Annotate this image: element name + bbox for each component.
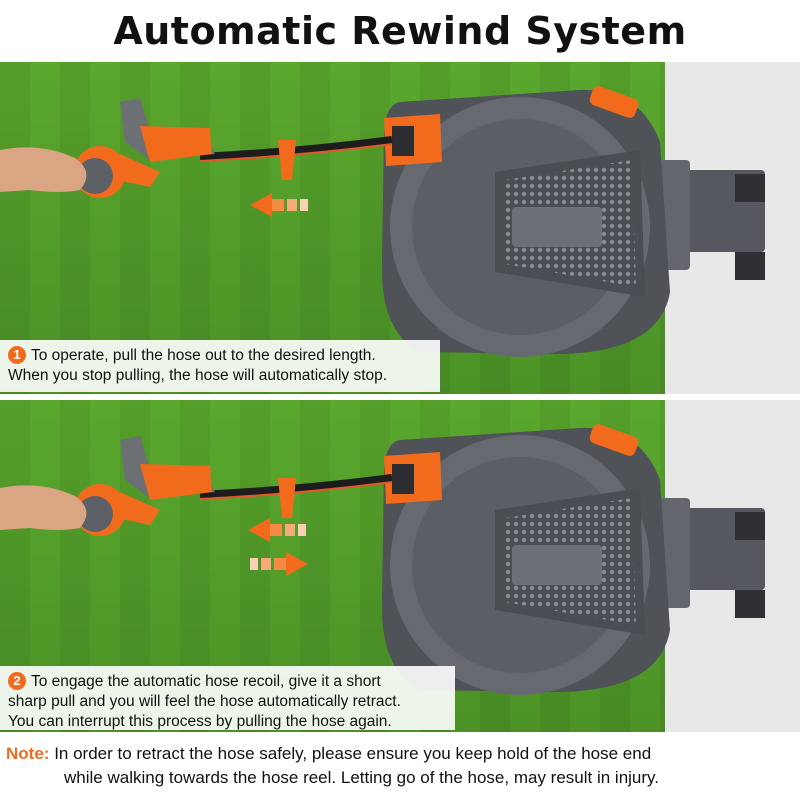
hose-reel (381, 424, 670, 695)
note-label: Note: (6, 744, 50, 763)
step-1-panel: 1 To operate, pull the hose out to the de… (0, 62, 800, 394)
hand (0, 147, 87, 192)
step-2-line-2: sharp pull and you will feel the hose au… (8, 693, 401, 710)
step-2-line-3: You can interrupt this process by pullin… (8, 713, 392, 730)
note-line-2: while walking towards the hose reel. Let… (64, 768, 659, 787)
wall-bracket (660, 498, 765, 618)
pull-arrow-right (250, 552, 308, 576)
hose-stopper (278, 478, 296, 518)
hose (199, 474, 393, 499)
step-1-caption: 1 To operate, pull the hose out to the de… (0, 340, 440, 392)
step-1-illustration (0, 62, 800, 394)
step-2-number-badge: 2 (8, 672, 26, 690)
spray-nozzle (74, 98, 215, 198)
retract-arrow-left (248, 518, 306, 542)
step-1-line-2: When you stop pulling, the hose will aut… (8, 367, 388, 384)
step-2-caption: 2 To engage the automatic hose recoil, gi… (0, 666, 455, 730)
page-title: Automatic Rewind System (113, 9, 687, 53)
hose-stopper (278, 140, 296, 180)
safety-note: Note: In order to retract the hose safel… (0, 738, 800, 800)
step-1-line-1: To operate, pull the hose out to the des… (31, 347, 376, 364)
wall-bracket (660, 160, 765, 280)
step-2-line-1: To engage the automatic hose recoil, giv… (31, 673, 381, 690)
spray-nozzle (74, 436, 215, 536)
hose-reel (381, 86, 670, 357)
hose (199, 136, 393, 161)
note-line-1: In order to retract the hose safely, ple… (54, 744, 652, 763)
retract-arrow-left (250, 193, 308, 217)
step-1-number-badge: 1 (8, 346, 26, 364)
hand (0, 485, 87, 530)
step-2-panel: 2 To engage the automatic hose recoil, gi… (0, 400, 800, 732)
